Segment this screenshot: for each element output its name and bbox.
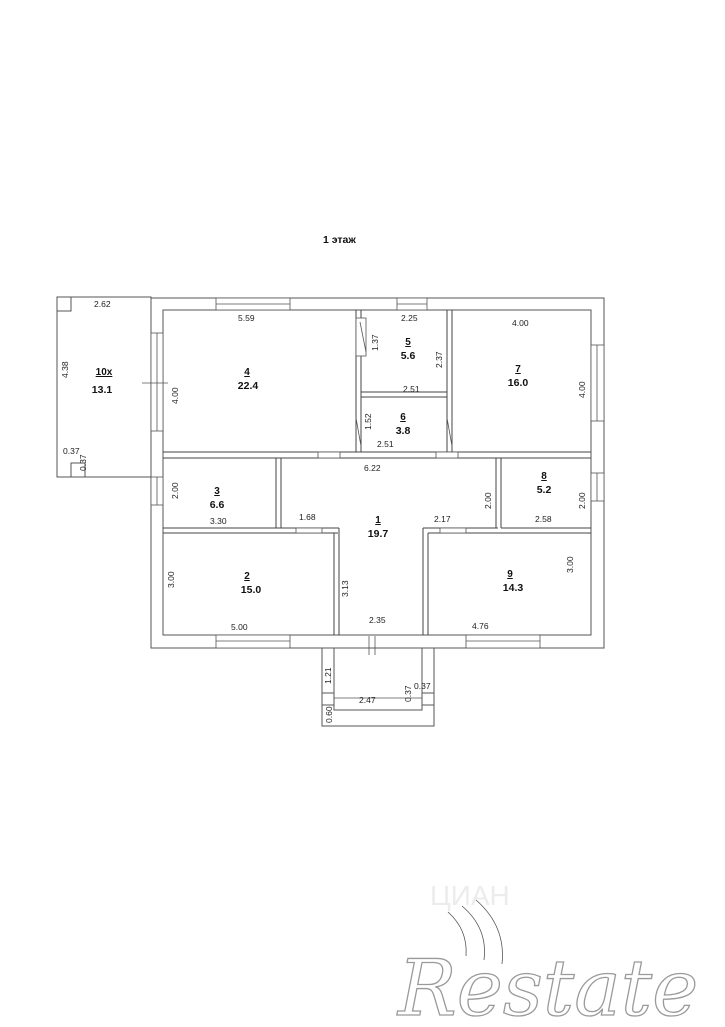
dim-label: 3.00 — [166, 571, 176, 588]
dim-label: 2.00 — [577, 492, 587, 509]
dim-label: 2.00 — [170, 482, 180, 499]
dim-label: 4.00 — [512, 318, 529, 328]
dim-label: 2.00 — [483, 492, 493, 509]
dim-label: 1.37 — [370, 334, 380, 351]
floor-title: 1 этаж — [323, 234, 356, 246]
room-6-area: 3.8 — [396, 425, 411, 437]
restate-logo-watermark: Restate — [396, 944, 698, 1027]
dim-label: 2.35 — [369, 615, 386, 625]
room-7-area: 16.0 — [508, 377, 529, 389]
room-3-number: 3 — [214, 486, 220, 497]
dim-label: 3.30 — [210, 516, 227, 526]
room-4-area: 22.4 — [238, 380, 259, 392]
room-2-number: 2 — [244, 571, 250, 582]
room-2-area: 15.0 — [241, 584, 262, 596]
room-6-number: 6 — [400, 412, 406, 423]
room-3-area: 6.6 — [210, 499, 225, 511]
dim-label: 4.38 — [60, 361, 70, 378]
dim-label: 5.00 — [231, 622, 248, 632]
dim-label: 4.00 — [577, 381, 587, 398]
room-5-number: 5 — [405, 337, 411, 348]
dim-label: 2.51 — [377, 439, 394, 449]
dimension-labels: 2.62 4.38 0.37 0.37 5.59 4.00 2.25 1.37 … — [60, 299, 587, 723]
dim-label: 2.51 — [403, 384, 420, 394]
room-9-number: 9 — [507, 569, 513, 580]
dim-label: 3.13 — [340, 580, 350, 597]
dim-label: 2.37 — [434, 351, 444, 368]
windows — [142, 297, 605, 655]
room-8-area: 5.2 — [537, 484, 552, 496]
dim-label: 2.62 — [94, 299, 111, 309]
dim-label: 1.52 — [363, 413, 373, 430]
dim-label: 2.47 — [359, 695, 376, 705]
dim-label: 0.37 — [63, 446, 80, 456]
dim-label: 0.37 — [78, 454, 88, 471]
room-labels: 1 19.7 2 15.0 3 6.6 4 22.4 5 5.6 6 3.8 7… — [92, 337, 552, 596]
dim-label: 4.00 — [170, 387, 180, 404]
dim-label: 3.00 — [565, 556, 575, 573]
room-1-area: 19.7 — [368, 528, 389, 540]
dim-label: 2.17 — [434, 514, 451, 524]
dim-label: 1.68 — [299, 512, 316, 522]
room-1-number: 1 — [375, 515, 381, 526]
dim-label: 0.37 — [414, 681, 431, 691]
room-5-area: 5.6 — [401, 350, 416, 362]
room-10-area: 13.1 — [92, 384, 113, 396]
walls — [56, 296, 605, 727]
dim-label: 1.21 — [323, 667, 333, 684]
dim-label: 5.59 — [238, 313, 255, 323]
dim-label: 6.22 — [364, 463, 381, 473]
watermarks: ЦИАН Restate — [395, 880, 699, 1027]
dim-label: 2.25 — [401, 313, 418, 323]
room-7-number: 7 — [515, 364, 521, 375]
dim-label: 0.37 — [403, 685, 413, 702]
room-8-number: 8 — [541, 471, 547, 482]
dim-label: 4.76 — [472, 621, 489, 631]
room-9-area: 14.3 — [503, 582, 524, 594]
dim-label: 0.60 — [324, 706, 334, 723]
room-10-number: 10х — [96, 367, 113, 378]
faint-watermark: ЦИАН — [430, 880, 510, 911]
dim-label: 2.58 — [535, 514, 552, 524]
room-4-number: 4 — [244, 367, 250, 378]
